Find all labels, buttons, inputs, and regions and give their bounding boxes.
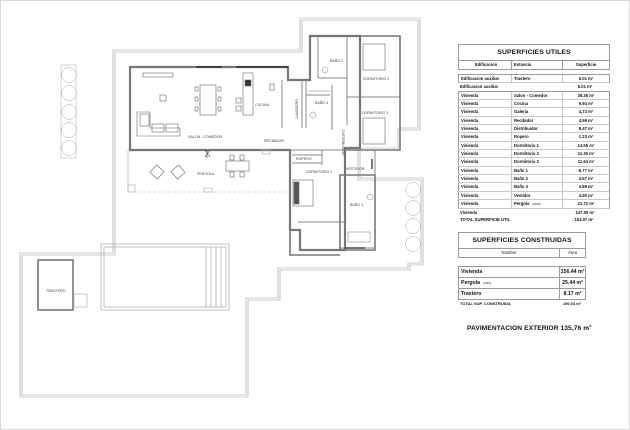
- windows: [196, 66, 373, 249]
- header-estancia: Estancia: [512, 61, 563, 69]
- superficies-construidas-title: SUPERFICIES CONSTRUIDAS: [458, 232, 586, 249]
- floor-plan-drawing: SALON - COMEDOR COCINA LAVADERO BAÑO 3 B…: [19, 17, 424, 398]
- percentage-note: (100%): [532, 203, 541, 207]
- sofa: [136, 111, 181, 137]
- pavimentacion-exterior: PAVIMENTACION EXTERIOR 135,76 m2: [467, 323, 592, 333]
- superficies-utiles-rows: Edificacion auxiliar Trastero 6.01 m² Ed…: [458, 74, 610, 223]
- table-row: Vivienda Dormitorio 2 11.64 m²: [458, 158, 610, 167]
- label-vestidor: VESTIDOR: [346, 167, 365, 171]
- table-row: Vivienda Pergola(100%) 21.72 m²: [458, 200, 610, 209]
- label-bano-1: BAÑO 1: [350, 202, 363, 207]
- floor-plan: SALON - COMEDOR COCINA LAVADERO BAÑO 3 B…: [19, 17, 424, 398]
- table-row: Trastero 8.17 m²: [458, 289, 586, 300]
- table-row: Vivienda Cocina 9.94 m²: [458, 100, 610, 109]
- table-row: Vivienda Recibidor 4.59 m²: [458, 116, 610, 126]
- superficies-construidas-rows: Vivienda 156.44 m² Pergola(100%) 25.44 m…: [458, 266, 586, 307]
- superficies-construidas-table: SUPERFICIES CONSTRUIDAS Nombre Área Vivi…: [458, 232, 586, 307]
- table-row: Vivienda Dormitorio 2 11.30 m²: [458, 150, 610, 159]
- superficies-utiles-table: SUPERFICIES UTILES Edificacion Estancia …: [458, 44, 610, 223]
- label-dormitorio-3: DORMITORIO 3: [362, 111, 388, 115]
- label-salon-comedor: SALON - COMEDOR: [188, 135, 223, 139]
- table-row: Vivienda Salon - Comedor 36.36 m²: [458, 90, 610, 101]
- total-row: TOTAL SUPERFICIE UTIL 153.07 m²: [460, 216, 594, 222]
- label-bano-3: BAÑO 3: [315, 100, 328, 105]
- swimming-pool: [100, 243, 230, 311]
- label-cocina: COCINA: [255, 103, 270, 107]
- trastero-walls: [37, 259, 74, 311]
- superficies-construidas-header: Nombre Área: [458, 249, 586, 258]
- table-row: Vivienda Baño 3 4.89 m²: [458, 183, 610, 192]
- subtotal-row: Vivienda 147.05 m²: [460, 209, 595, 215]
- kitchen-island: [235, 72, 275, 116]
- label-dormitorio-1: DORMITORIO 1: [306, 170, 332, 174]
- label-lavadero: LAVADERO: [295, 99, 299, 118]
- header-nombre: Nombre: [459, 249, 560, 257]
- table-row: Vivienda Baño 2 4.57 m²: [458, 175, 610, 184]
- label-bano-2: BAÑO 2: [330, 58, 343, 63]
- table-row: Vivienda Baño 1 8.77 m²: [458, 166, 610, 176]
- header-area: Área: [568, 250, 577, 255]
- plot-boundary: [19, 17, 424, 398]
- planters-right: [405, 182, 421, 252]
- label-recibidor: RECIBIDOR: [264, 139, 284, 143]
- pergola-outline: [127, 149, 290, 193]
- label-pergola: PERGOLA: [197, 172, 215, 176]
- dining-table: [142, 72, 222, 116]
- table-row: Vivienda Galeria 4.73 m²: [458, 108, 610, 117]
- label-dormitorio-2: DORMITORIO 2: [363, 77, 389, 81]
- bedroom-wing-walls: [289, 35, 401, 256]
- superficies-utiles-title: SUPERFICIES UTILES: [458, 44, 610, 61]
- table-row: Vivienda Distribuidor 8.47 m²: [458, 125, 610, 134]
- percentage-note: (100%): [483, 282, 492, 285]
- bathroom-fixtures: [308, 66, 374, 243]
- label-ropero: ROPERO: [296, 157, 312, 161]
- table-row: Pergola(100%) 25.44 m²: [458, 278, 586, 289]
- table-row: Vivienda Vestidor 4.90 m²: [458, 191, 610, 201]
- table-row: Vivienda 156.44 m²: [458, 266, 586, 278]
- label-distribuidor: DISTRIBUIDOR: [341, 130, 345, 156]
- table-row: Edificacion auxiliar Trastero 6.01 m²: [458, 74, 610, 84]
- pergola-furniture: [149, 149, 250, 180]
- interior-walls: [281, 35, 401, 249]
- label-trastero: TRASTERO: [46, 289, 66, 293]
- table-row: Edificacion auxiliar 6.01 m²: [460, 84, 593, 90]
- table-row: Vivienda Ropero 1.23 m²: [458, 133, 610, 142]
- header-superficie: Superficie: [575, 62, 597, 67]
- header-edificacion: Edificacion: [459, 61, 512, 69]
- planters-left: [60, 64, 77, 159]
- superficies-utiles-header: Edificacion Estancia Superficie: [458, 61, 610, 70]
- house-walls: [128, 34, 362, 252]
- trastero-annex: [73, 293, 88, 308]
- beds: [292, 43, 386, 207]
- total-row: TOTAL SUP. CONSTRUIDA 190.04 m²: [460, 301, 582, 306]
- table-row: Vivienda Dormitorio 1 14.55 m²: [458, 141, 610, 151]
